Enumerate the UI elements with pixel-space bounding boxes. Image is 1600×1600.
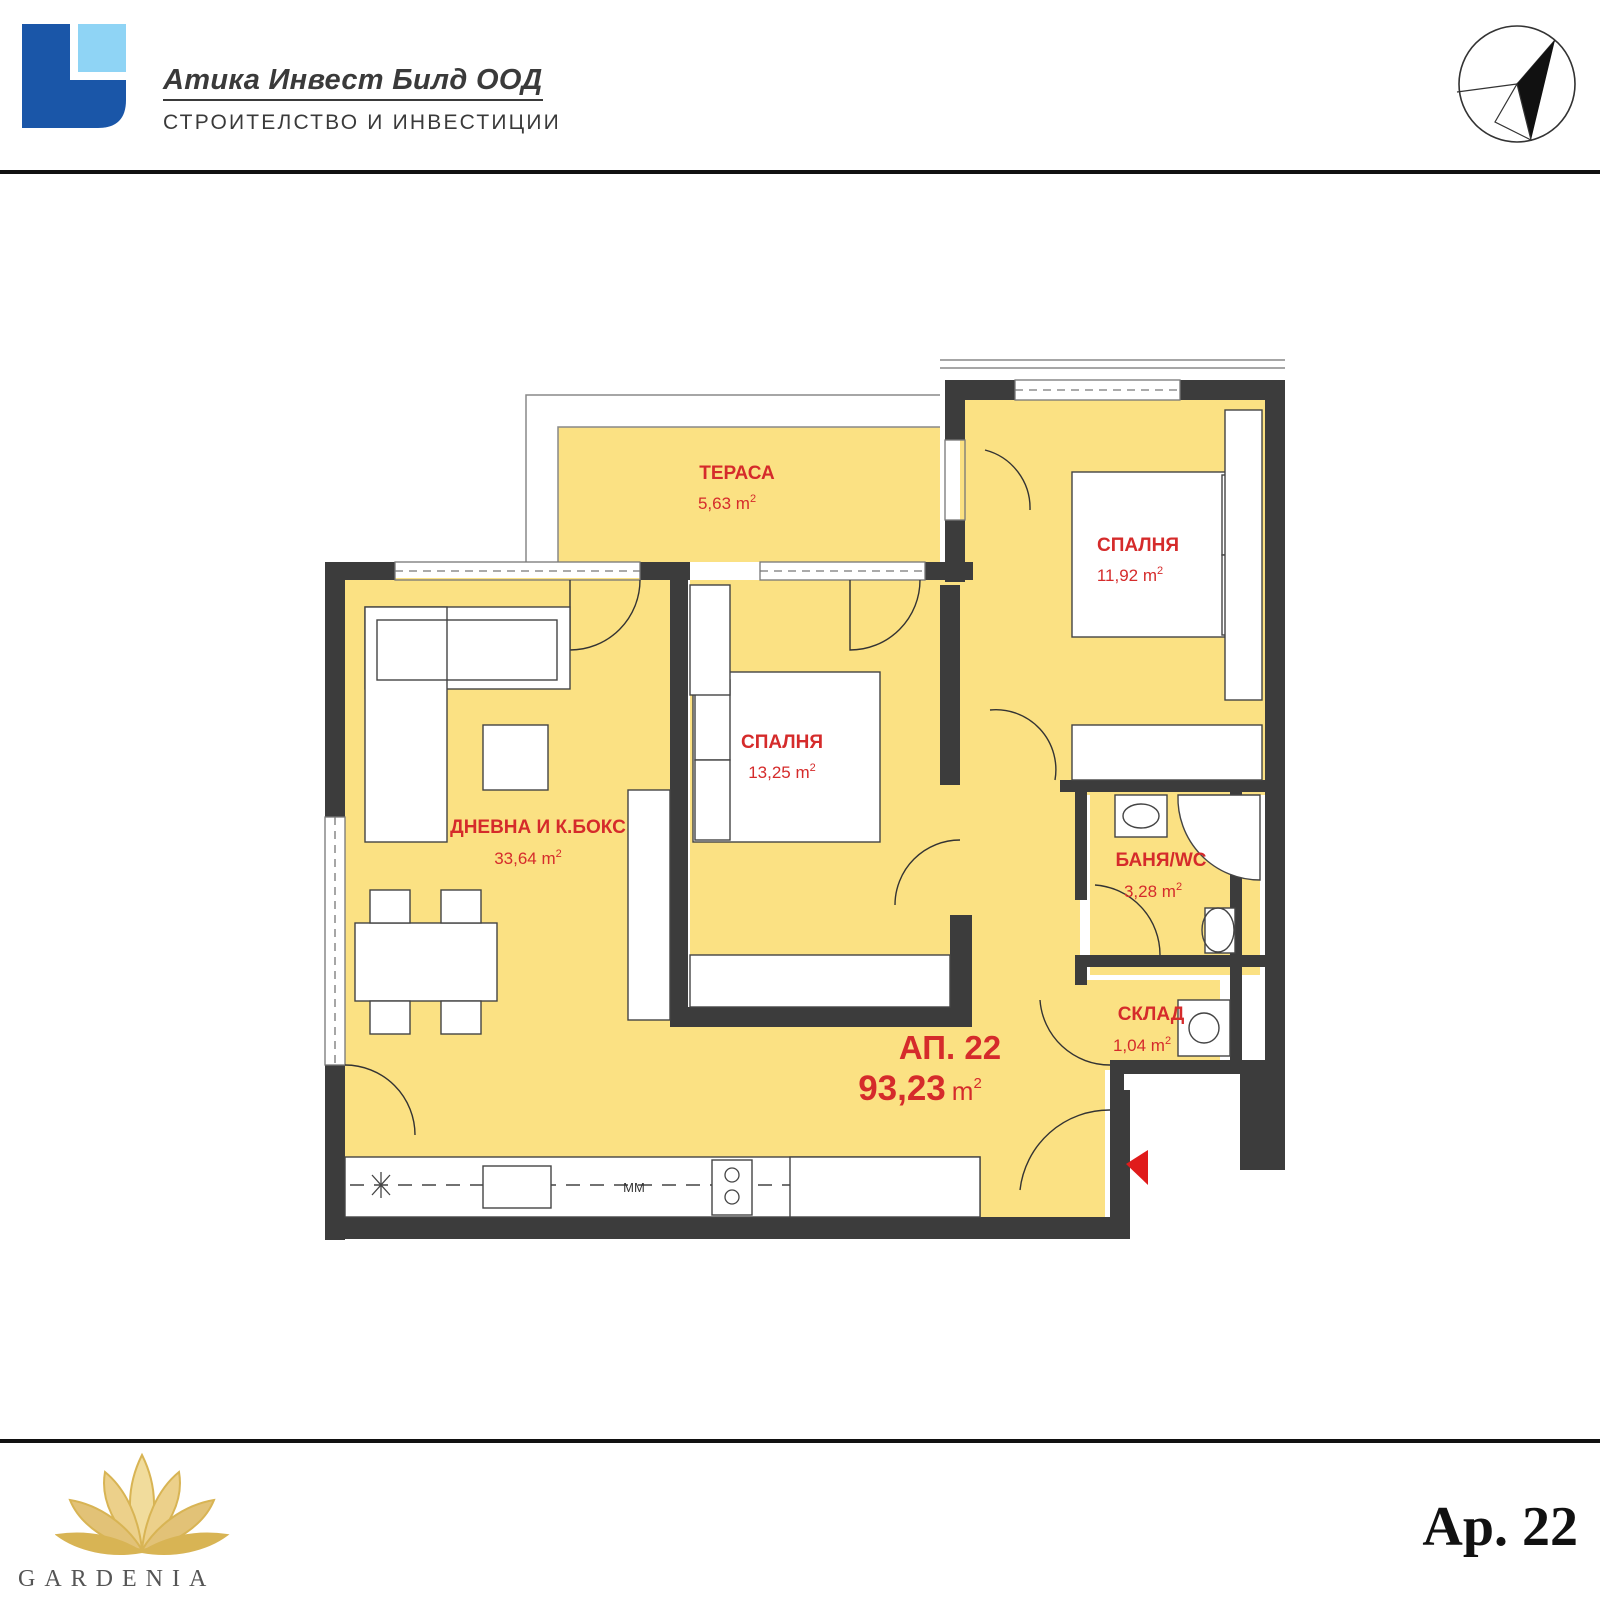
company-name: Атика Инвест Билд ООД bbox=[163, 64, 543, 101]
project-name: GARDENIA bbox=[18, 1566, 216, 1592]
room-name-storage: СКЛАД bbox=[1118, 1004, 1185, 1025]
room-name-living: ДНЕВНА И К.БОКС bbox=[450, 817, 626, 838]
room-area-bathroom: 3,28 m2 bbox=[1124, 881, 1182, 901]
furniture bbox=[344, 409, 1263, 1218]
header-divider bbox=[0, 170, 1600, 174]
walls bbox=[325, 380, 1285, 1240]
room-area-bedroom-1: 11,92 m2 bbox=[1097, 565, 1163, 585]
room-area-living: 33,64 m2 bbox=[494, 848, 562, 868]
terrace-railing bbox=[525, 359, 1285, 562]
windows bbox=[324, 379, 1181, 1066]
room-name-bedroom-2: СПАЛНЯ bbox=[741, 732, 823, 753]
room-area-storage: 1,04 m2 bbox=[1113, 1035, 1171, 1055]
room-labels: ТЕРАСА 5,63 m2 СПАЛНЯ 11,92 m2 СПАЛНЯ 13… bbox=[450, 463, 1207, 1195]
doors bbox=[344, 449, 1161, 1191]
kitchen-appliance-label: ММ bbox=[623, 1180, 645, 1195]
room-area-bedroom-2: 13,25 m2 bbox=[748, 762, 816, 782]
north-arrow-icon bbox=[1456, 25, 1576, 143]
entrance-arrow-icon bbox=[1126, 1150, 1148, 1185]
apartment-tag: Ap. 22 bbox=[1422, 1496, 1578, 1558]
lotus-logo-icon bbox=[55, 1452, 230, 1555]
room-area-terrace: 5,63 m2 bbox=[698, 493, 756, 513]
company-logo bbox=[22, 24, 126, 128]
room-name-terrace: ТЕРАСА bbox=[699, 463, 775, 484]
apartment-label: АП. 22 bbox=[899, 1029, 1001, 1066]
cooktop-icon bbox=[371, 1167, 740, 1205]
room-name-bedroom-1: СПАЛНЯ bbox=[1097, 535, 1179, 556]
footer-divider bbox=[0, 1439, 1600, 1443]
room-name-bathroom: БАНЯ/WC bbox=[1116, 850, 1207, 871]
company-tagline: СТРОИТЕЛСТВО И ИНВЕСТИЦИИ bbox=[163, 111, 561, 134]
